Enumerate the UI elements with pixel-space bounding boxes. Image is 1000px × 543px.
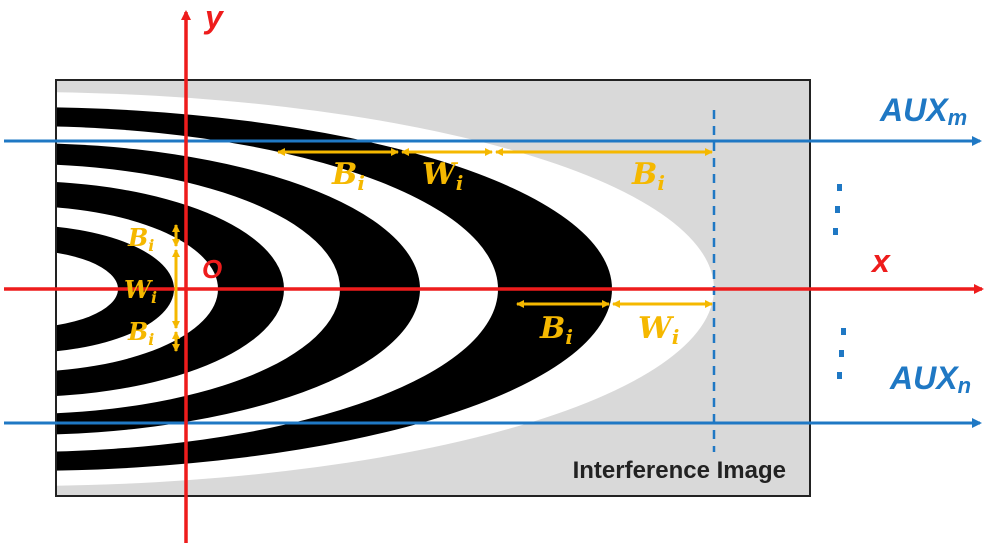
ellipsis-dots-lower bbox=[837, 328, 846, 379]
panel-caption: Interference Image bbox=[573, 457, 786, 484]
origin-label: O bbox=[202, 254, 222, 284]
label-black-top: Bi bbox=[331, 157, 365, 195]
label-black-v-bottom: Bi bbox=[127, 317, 154, 349]
label-black-axis: Bi bbox=[539, 311, 573, 349]
label-black-outer: Bi bbox=[631, 157, 665, 195]
label-black-v-top: Bi bbox=[127, 223, 154, 255]
ellipsis-dots-upper bbox=[833, 184, 842, 235]
x-axis-label: x bbox=[870, 243, 891, 279]
label-white-v: Wi bbox=[124, 275, 157, 307]
dimension-arrows bbox=[172, 148, 713, 352]
label-white-axis: Wi bbox=[638, 311, 679, 349]
aux-top-label: AUXm bbox=[879, 92, 967, 130]
aux-bottom-label: AUXn bbox=[889, 360, 971, 398]
label-white-top: Wi bbox=[422, 157, 463, 195]
y-axis-label: y bbox=[203, 0, 225, 35]
